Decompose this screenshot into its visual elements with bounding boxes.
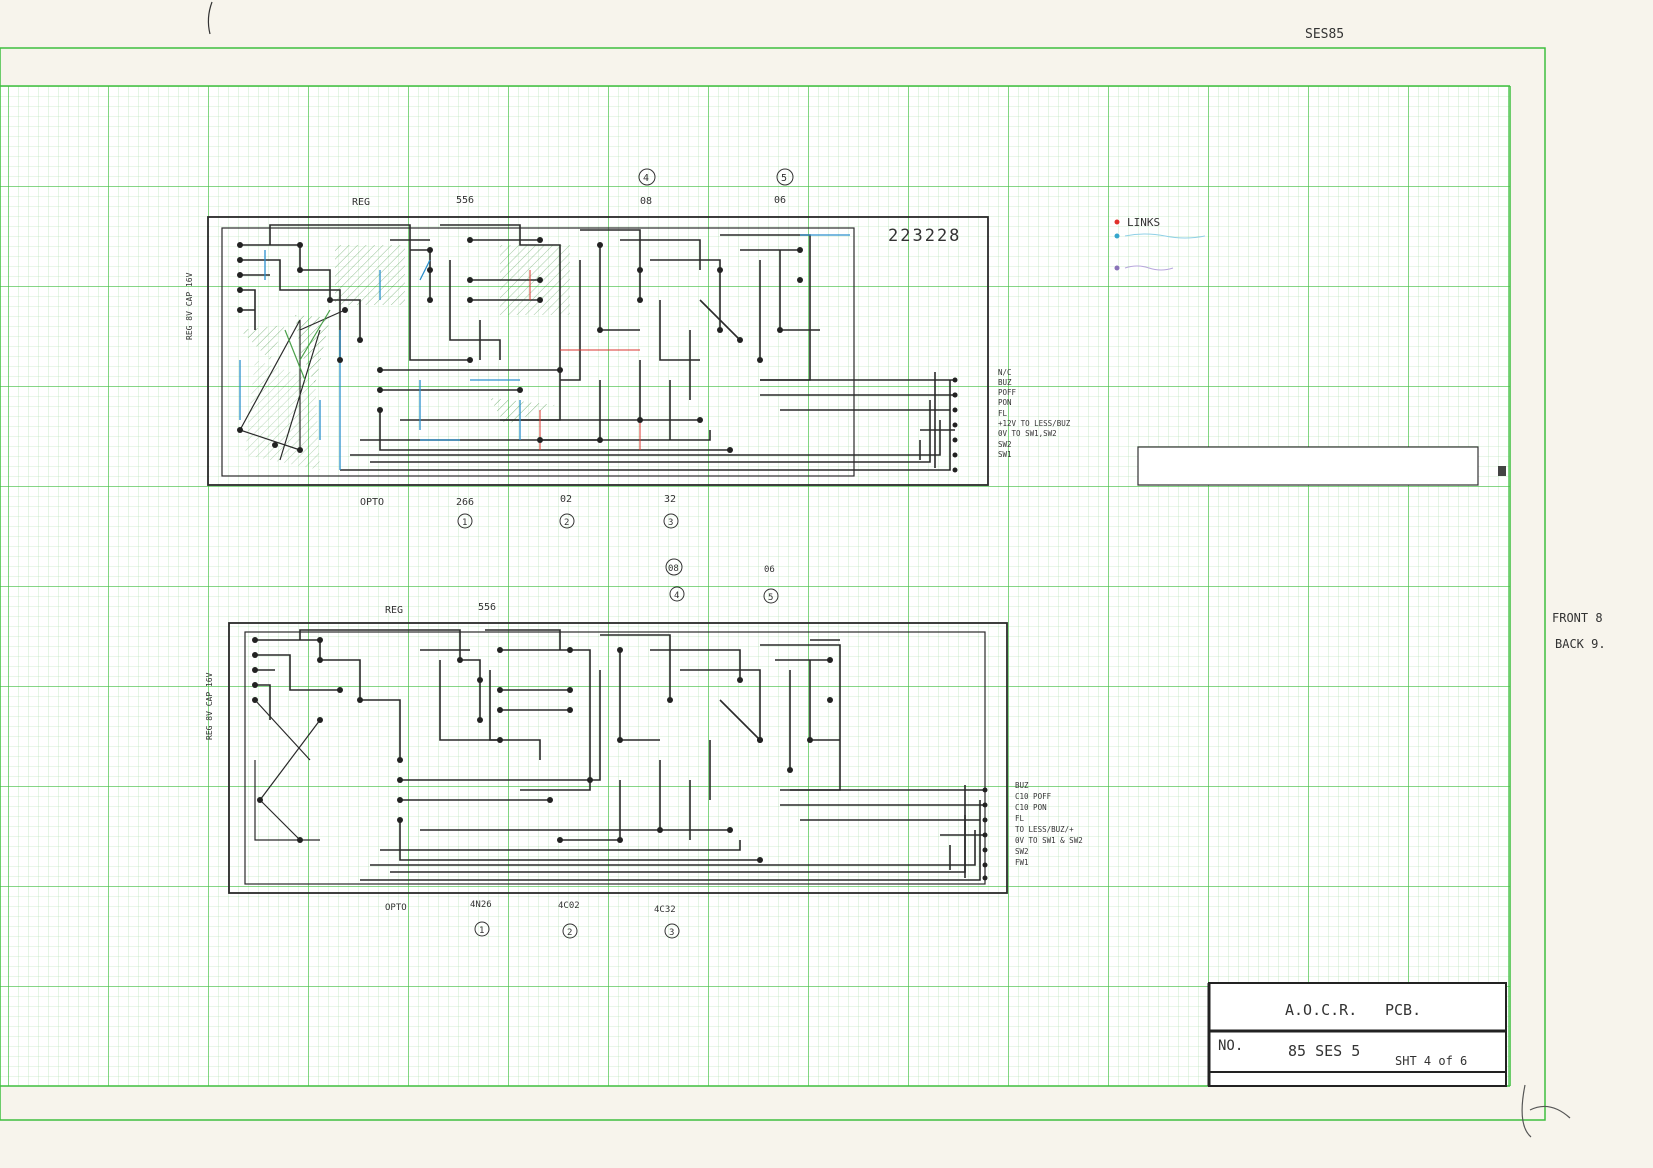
board-bottom-conn-8: FW1 bbox=[1015, 858, 1029, 867]
board-bottom-label-4c02: 4C02 bbox=[558, 901, 580, 911]
board-top-label-266: 266 bbox=[456, 497, 474, 508]
title-aocr: A.O.C.R. bbox=[1285, 1001, 1357, 1019]
legend-dot-red bbox=[1114, 219, 1120, 225]
board-bottom-label-4c32: 4C32 bbox=[654, 905, 676, 915]
title-no-label: NO. bbox=[1218, 1038, 1243, 1054]
board-top-id: 223228 bbox=[888, 226, 961, 246]
board-top-circled-2: 2 bbox=[564, 518, 569, 528]
board-bottom-label-08: 08 bbox=[668, 564, 679, 574]
board-bottom-label-4n26: 4N26 bbox=[470, 900, 492, 910]
board-bottom-label-556: 556 bbox=[478, 602, 496, 613]
board-bottom-circled-2: 2 bbox=[567, 928, 572, 938]
board-top-conn-5: FL bbox=[998, 409, 1008, 418]
board-top-label-556: 556 bbox=[456, 195, 474, 206]
legend-dot-blue bbox=[1114, 233, 1120, 239]
note-front: FRONT 8 bbox=[1552, 611, 1603, 625]
board-top-conn-4: PON bbox=[998, 398, 1012, 407]
board-bottom-label-opto: OPTO bbox=[385, 903, 407, 913]
board-top-circled-3: 3 bbox=[668, 518, 673, 528]
board-top-conn-1: N/C bbox=[998, 368, 1012, 377]
board-top-connector-labels: N/C BUZ POFF PON FL +12V TO LESS/BUZ 0V … bbox=[998, 368, 1071, 459]
board-top-label-08: 08 bbox=[640, 196, 652, 207]
board-top-label-06: 06 bbox=[774, 195, 786, 206]
board-bottom-conn-4: FL bbox=[1015, 814, 1025, 823]
corner-mark bbox=[207, 1, 213, 35]
board-bottom-label-06: 06 bbox=[764, 565, 775, 575]
board-bottom-conn-6: 0V TO SW1 & SW2 bbox=[1015, 836, 1083, 845]
board-bottom-outline bbox=[228, 622, 1008, 894]
margin-scribble bbox=[1521, 1084, 1571, 1138]
board-top-label-reg: REG bbox=[352, 197, 370, 208]
board-top-side-label: REG 8V CAP 16V bbox=[185, 272, 194, 340]
board-bottom-circled-5: 5 bbox=[768, 593, 773, 603]
board-bottom-conn-5: TO LESS/BUZ/+ bbox=[1015, 825, 1074, 834]
board-bottom-circled-3: 3 bbox=[669, 928, 674, 938]
board-top-circled-4: 4 bbox=[643, 173, 649, 184]
legend: LINKS bbox=[1114, 216, 1206, 271]
board-bottom-connector-labels: BUZ C10 POFF C10 PON FL TO LESS/BUZ/+ 0V… bbox=[1015, 781, 1083, 867]
sheet-border bbox=[0, 47, 1546, 1121]
title-block: A.O.C.R. PCB. NO. 85 SES 5 SHT 4 of 6 bbox=[1207, 982, 1507, 1087]
legend-item-links: LINKS bbox=[1127, 216, 1160, 229]
board-bottom-side-label: REG 8V CAP 16V bbox=[205, 672, 214, 740]
board-bottom-conn-1: BUZ bbox=[1015, 781, 1029, 790]
board-top-conn-7: 0V TO SW1,SW2 bbox=[998, 429, 1057, 438]
board-top-label-02: 02 bbox=[560, 494, 572, 505]
board-top-outline bbox=[207, 216, 989, 486]
board-bottom-conn-2: C10 POFF bbox=[1015, 792, 1052, 801]
board-bottom-circled-4: 4 bbox=[674, 591, 679, 601]
legend-scribble-blue bbox=[1124, 233, 1206, 239]
board-bottom-circled-1: 1 bbox=[479, 926, 484, 936]
board-top-label-32: 32 bbox=[664, 494, 676, 505]
drawing-number: 85 SES 5 bbox=[1288, 1042, 1360, 1060]
board-bottom-conn-3: C10 PON bbox=[1015, 803, 1047, 812]
blank-label-box bbox=[1137, 446, 1479, 486]
board-top-conn-6: +12V TO LESS/BUZ bbox=[998, 419, 1071, 428]
pcb-layout-top: 223228 REG 556 08 06 4 5 OPTO 266 02 32 … bbox=[185, 168, 1071, 529]
legend-dot-purple bbox=[1114, 265, 1120, 271]
board-top-conn-2: BUZ bbox=[998, 378, 1012, 387]
board-top-circled-1: 1 bbox=[462, 518, 467, 528]
board-top-label-opto: OPTO bbox=[360, 497, 384, 508]
title-pcb: PCB. bbox=[1385, 1001, 1421, 1019]
pcb-layout-bottom: REG 556 08 06 4 5 OPTO 4N26 4C02 4C32 1 … bbox=[205, 558, 1083, 939]
note-back: BACK 9. bbox=[1555, 637, 1606, 651]
board-top-conn-9: SW1 bbox=[998, 450, 1012, 459]
board-bottom-conn-7: SW2 bbox=[1015, 847, 1029, 856]
board-top-circled-5: 5 bbox=[781, 173, 787, 184]
legend-scribble-purple bbox=[1124, 265, 1174, 271]
sheet-number: SHT 4 of 6 bbox=[1395, 1054, 1467, 1068]
corner-ref-text: SES85 bbox=[1305, 27, 1344, 42]
board-top-conn-3: POFF bbox=[998, 388, 1017, 397]
board-bottom-label-reg: REG bbox=[385, 605, 403, 616]
board-top-conn-8: SW2 bbox=[998, 440, 1012, 449]
